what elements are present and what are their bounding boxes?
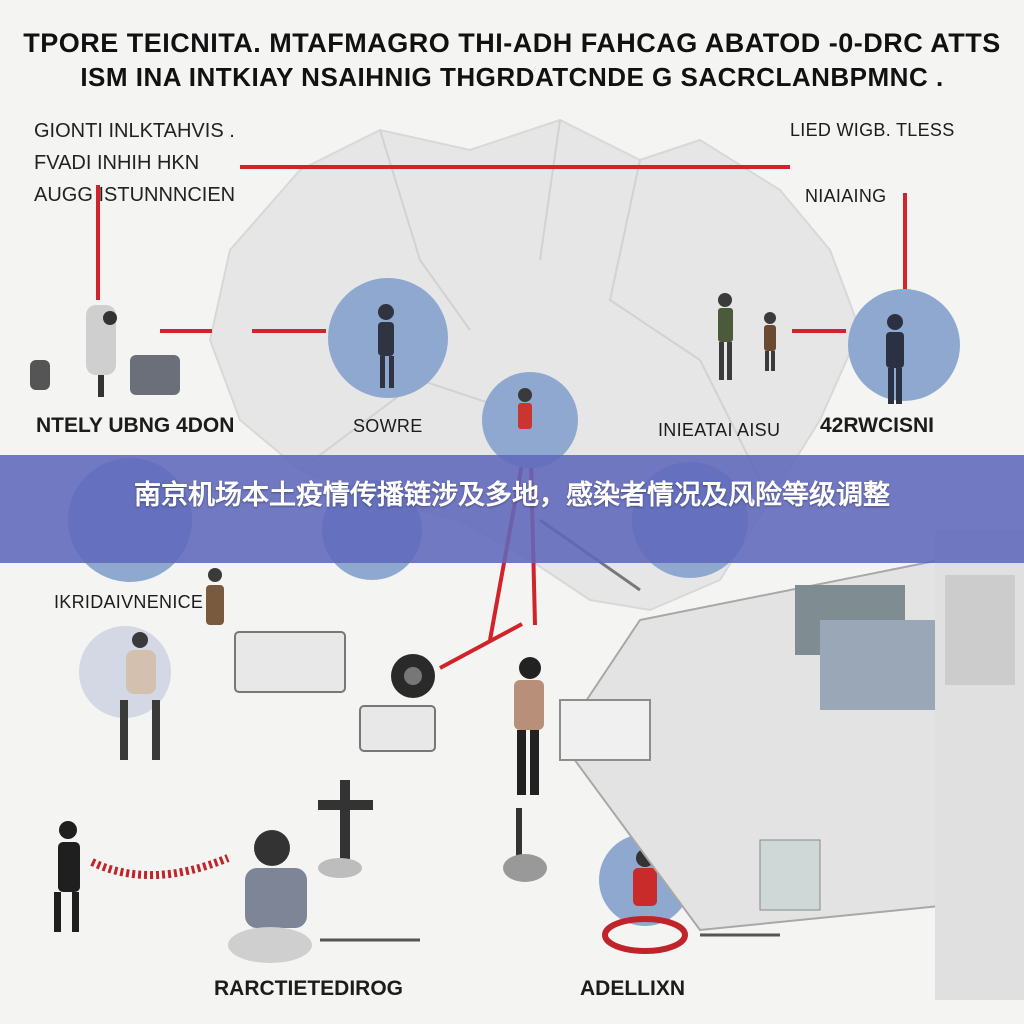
- vehicle-icon: [234, 631, 436, 878]
- person-icon: [518, 388, 532, 429]
- person-icon: [886, 314, 904, 404]
- label-bottom-left: RARCTIETEDIROG: [214, 977, 403, 1000]
- label-top-right-1: LIED WIGB. TLESS: [790, 120, 955, 140]
- person-icon: [718, 293, 776, 380]
- person-icon: [54, 821, 80, 932]
- label-bottom-center: ADELLIXN: [580, 977, 685, 1000]
- masked-worker-icon: [228, 830, 312, 963]
- masked-worker-icon: [30, 305, 180, 397]
- diagram-title-line-2: ISM INA INTKIAY NSAIHNIG THGRDATCNDE G S…: [80, 62, 944, 92]
- label-mid-left: IKRIDAIVNENICE: [54, 592, 204, 612]
- map-region-lines: [299, 119, 771, 501]
- diagram-title-line-1: TPORE TEICNITA. MTAFMAGRO THI-ADH FAHCAG…: [23, 28, 1001, 58]
- legend-line-3: AUGG ISTUNNNCIEN: [34, 184, 236, 206]
- label-top-right-2: NIAIAING: [805, 186, 887, 206]
- label-node-left: NTELY UBNG 4DON: [36, 414, 235, 437]
- label-node-right: 42RWCISNI: [820, 414, 934, 437]
- legend-line-2: FVADI INHIH HKN: [34, 152, 200, 174]
- label-node-center-left: SOWRE: [353, 416, 423, 436]
- person-icon: [120, 568, 224, 760]
- headline-banner: [0, 455, 1024, 563]
- headline-text: 南京机场本土疫情传播链涉及多地，感染者情况及风险等级调整: [134, 480, 890, 511]
- person-icon: [378, 304, 394, 388]
- label-node-center-right: INIEATAI AISU: [658, 420, 781, 440]
- security-barrier-icon: [90, 854, 780, 942]
- node-circle-bottom-left: [79, 626, 171, 718]
- person-icon: [503, 657, 547, 882]
- airport-terminal-icon: [558, 530, 1024, 1000]
- legend-line-1: GIONTI INLKTAHVIS .: [34, 120, 235, 142]
